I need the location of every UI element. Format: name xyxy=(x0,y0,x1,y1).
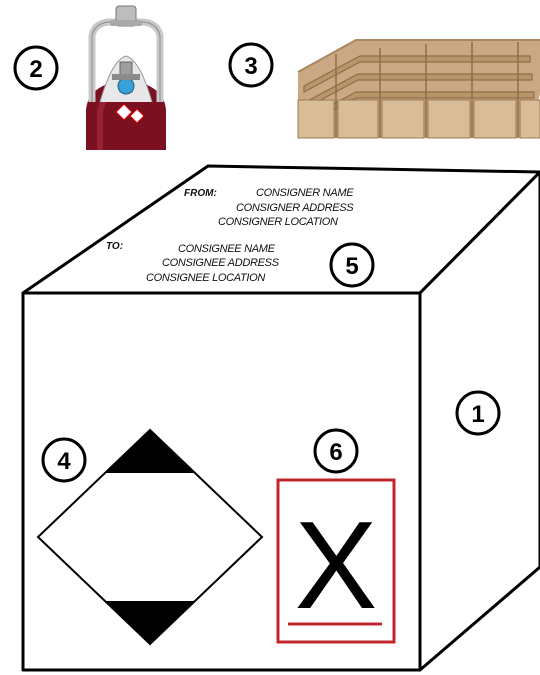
callout-6: 6 xyxy=(315,430,357,472)
svg-text:1: 1 xyxy=(471,401,484,428)
excepted-quantity-mark: X xyxy=(278,480,394,642)
svg-text:5: 5 xyxy=(345,253,358,280)
svg-text:2: 2 xyxy=(29,56,42,83)
callout-1: 1 xyxy=(457,392,499,434)
to-label: TO: xyxy=(106,241,123,252)
callout-2: 2 xyxy=(15,47,57,89)
consignee-location: CONSIGNEE LOCATION xyxy=(146,272,265,284)
from-label: FROM: xyxy=(184,188,217,199)
excepted-mark-letter: X xyxy=(295,497,378,635)
svg-text:3: 3 xyxy=(244,53,257,80)
consignee-name: CONSIGNEE NAME xyxy=(178,243,276,255)
callout-4: 4 xyxy=(43,439,85,481)
consigner-name: CONSIGNER NAME xyxy=(256,187,354,199)
callout-5: 5 xyxy=(331,244,373,286)
gas-cylinder-image xyxy=(86,6,166,150)
svg-text:6: 6 xyxy=(329,439,342,466)
cardboard-dividers-image xyxy=(298,40,540,138)
consigner-address: CONSIGNER ADDRESS xyxy=(236,202,354,214)
consigner-location: CONSIGNER LOCATION xyxy=(218,216,338,228)
svg-text:4: 4 xyxy=(57,448,71,475)
callout-3: 3 xyxy=(230,44,272,86)
consignee-address: CONSIGNEE ADDRESS xyxy=(162,257,280,269)
